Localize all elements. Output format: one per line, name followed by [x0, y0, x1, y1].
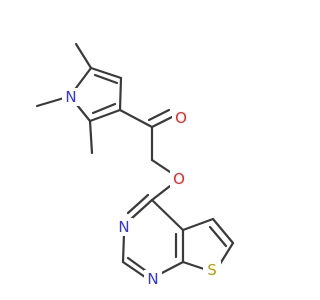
atom-n3-label: N: [115, 218, 133, 236]
atom-o-keto-label: O: [172, 109, 190, 127]
bond-pyrrole-c5-c4: [89, 66, 123, 80]
bond-carbonyl-o-double: [147, 108, 171, 122]
bond-c6-s: [218, 241, 235, 266]
atom-o-keto-text: O: [175, 109, 187, 127]
bond-pyrrole-c3-c2: [88, 108, 122, 123]
bond-c4-n3: [129, 198, 154, 221]
bond-n1-c7a: [158, 260, 185, 276]
bond-ch2-oether: [150, 158, 172, 174]
bond-pyrrole-c4-c3: [118, 76, 123, 112]
bond-c5-methyl: [74, 42, 93, 70]
bond-pyrrole-c3-c2-double: [91, 102, 117, 115]
bond-n-methyl: [35, 96, 66, 108]
bond-c2-n1: [121, 260, 147, 279]
atom-n1b-label: N: [144, 270, 162, 288]
atom-s-text: S: [207, 261, 217, 279]
bond-n3-c2: [121, 232, 126, 264]
atom-s-label: S: [203, 261, 221, 279]
molecule-structure-diagram: N O O N N S: [35, 42, 235, 288]
bond-c4a-c4: [150, 198, 185, 232]
atom-o-ether-label: O: [170, 170, 188, 188]
bond-c4a-c5: [181, 217, 215, 232]
bond-c5-c6-double: [208, 225, 228, 248]
bond-carbonyl-o: [150, 115, 174, 129]
atom-n3-text: N: [118, 218, 129, 236]
atom-n1b-text: N: [147, 270, 158, 288]
bond-c3-carbonyl: [118, 108, 154, 129]
bond-c4-n3-double: [126, 193, 150, 215]
bond-pyrrole-c5-c4-double: [93, 73, 119, 85]
bond-c5-c6: [211, 217, 235, 245]
atom-o-ether-text: O: [173, 170, 185, 188]
bond-oether-c4: [150, 184, 172, 202]
bond-c2-methyl: [88, 119, 94, 155]
atom-n1-text: N: [65, 88, 76, 106]
bond-s-c7a: [181, 260, 206, 271]
bond-c2-n1-double: [126, 256, 148, 273]
atom-n1-label: N: [62, 88, 80, 106]
